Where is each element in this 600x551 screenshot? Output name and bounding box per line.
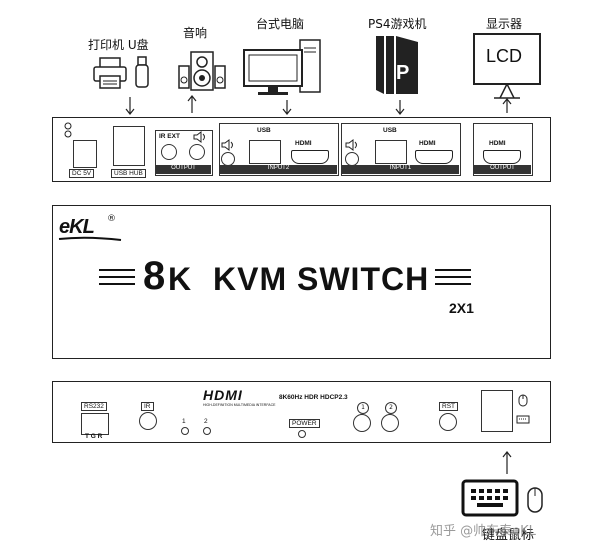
audio-icon <box>193 131 205 143</box>
input1-usb-label: USB <box>383 127 397 134</box>
ps4-label: PS4游戏机 <box>368 17 427 31</box>
title-k: K <box>168 261 192 297</box>
output-group-box <box>155 130 213 176</box>
output-hdmi-label: HDMI <box>489 140 506 147</box>
output-hdmi-port <box>483 150 521 164</box>
input1-label: INPUT1 <box>342 165 459 174</box>
title-stripe-right-1 <box>435 269 471 271</box>
ground-icon <box>64 122 72 138</box>
power-label: POWER <box>289 419 320 428</box>
led-2 <box>203 427 211 435</box>
desktop-label: 台式电脑 <box>256 17 305 31</box>
input2-hdmi-label: HDMI <box>295 140 312 147</box>
rs232-label: RS232 <box>81 402 107 411</box>
input1-hdmi-port <box>415 150 453 164</box>
rear-panel: DC 5V USB HUB IR EXT OUTPUT USB HDMI INP… <box>52 117 551 182</box>
ps4-letter: P <box>396 62 410 84</box>
audio-out-jack <box>189 144 205 160</box>
output-label: OUTPUT <box>474 165 531 174</box>
ps4-icon <box>376 36 418 94</box>
title-stripe-left-1 <box>99 269 135 271</box>
watermark: 知乎 @帅东泰eKL <box>430 524 536 539</box>
dc-label: DC 5V <box>69 169 95 178</box>
input2-usb-port <box>249 140 281 164</box>
input2-audio-jack <box>221 152 235 166</box>
input2-group <box>219 123 339 176</box>
kvm-usb-port <box>481 390 513 432</box>
output-hdmi-group <box>473 123 533 176</box>
brand-reg: ® <box>107 214 116 224</box>
monitor-icon <box>473 33 541 99</box>
power-led <box>298 430 306 438</box>
title-stripe-right-3 <box>435 283 471 285</box>
dc-port <box>73 140 97 168</box>
led-1 <box>181 427 189 435</box>
input1-audio-jack <box>345 152 359 166</box>
input1-hdmi-label: HDMI <box>419 140 436 147</box>
input2-hdmi-port <box>291 150 329 164</box>
led-1-label: 1 <box>182 418 186 425</box>
brand-logo: eKL <box>59 216 95 238</box>
keyboard-arrow <box>502 451 512 474</box>
printer-icon <box>93 57 127 89</box>
title-stripe-right-2 <box>435 276 471 278</box>
switch-button-1[interactable] <box>353 414 371 432</box>
usb-hub-port <box>113 126 145 166</box>
display-label: 显示器 <box>486 17 523 31</box>
connection-arrows <box>125 95 512 115</box>
usb-drive-icon <box>135 56 149 88</box>
hdmi-logo: HDMI <box>203 387 243 403</box>
input2-label: INPUT2 <box>220 165 337 174</box>
model-label: 2X1 <box>449 300 474 316</box>
lcd-text: LCD <box>486 46 523 66</box>
reset-button[interactable] <box>439 413 457 431</box>
title-stripe-left-2 <box>99 276 135 278</box>
button-2-label: 2 <box>385 402 397 414</box>
input2-usb-label: USB <box>257 127 271 134</box>
hdmi-logo-sub: HIGH-DEFINITION MULTIMEDIA INTERFACE <box>203 403 276 407</box>
speaker-label: 音响 <box>183 26 208 40</box>
mouse-keyboard-mini-icons <box>516 394 530 424</box>
usb-hub-label: USB HUB <box>111 169 146 178</box>
brand-swoosh <box>58 236 122 241</box>
printer-usb-label: 打印机 U盘 <box>88 38 149 52</box>
ir-sensor <box>139 412 157 430</box>
input1-usb-port <box>375 140 407 164</box>
switch-button-2[interactable] <box>381 414 399 432</box>
rs232-pins: T G R <box>85 433 103 440</box>
rst-label: RST <box>439 402 458 411</box>
speaker-icon <box>178 51 226 91</box>
input2-audio-icon <box>221 139 233 151</box>
keyboard-mouse-label: 键盘鼠标 <box>482 528 535 543</box>
led-2-label: 2 <box>204 418 208 425</box>
spec-label: 8K60Hz HDR HDCP2.3 <box>279 394 348 401</box>
front-panel: RS232 T G R IR HDMI HIGH-DEFINITION MULT… <box>52 381 551 443</box>
product-top-panel: eKL ® 8 K KVM SWITCH 2X1 <box>52 205 551 359</box>
ir-ext-jack <box>161 144 177 160</box>
title-kvm-switch: KVM SWITCH <box>213 261 430 297</box>
mouse-icon <box>527 487 543 513</box>
ir-ext-label: IR EXT <box>159 133 180 140</box>
rs232-port <box>81 413 109 435</box>
keyboard-icon <box>461 479 519 517</box>
input1-audio-icon <box>345 139 357 151</box>
desktop-icon <box>243 39 321 95</box>
output-group-label: OUTPUT <box>156 165 211 174</box>
ir-label: IR <box>141 402 154 411</box>
button-1-label: 1 <box>357 402 369 414</box>
title-stripe-left-3 <box>99 283 135 285</box>
title-8: 8 <box>143 254 166 298</box>
input1-group <box>341 123 461 176</box>
